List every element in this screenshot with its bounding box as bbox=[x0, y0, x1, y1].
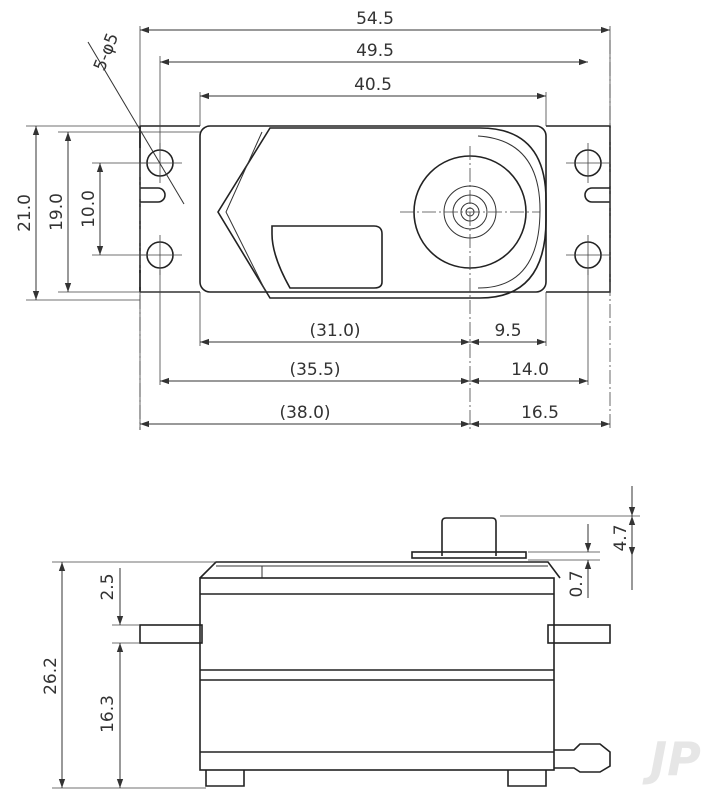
top-view: 54.5 49.5 40.5 5-φ5 21.0 19.0 10.0 (31.0… bbox=[15, 9, 611, 430]
dim-tab-to-top: 2.5 bbox=[98, 573, 118, 600]
output-spline-side bbox=[441, 517, 497, 556]
output-boss-side bbox=[411, 551, 527, 559]
dim-mount-hole-spacing: 49.5 bbox=[356, 41, 394, 61]
dim-boss-height: 0.7 bbox=[567, 570, 587, 597]
dim-total-height: 26.2 bbox=[41, 657, 61, 695]
mount-tab-right bbox=[547, 624, 611, 644]
side-view: 26.2 2.5 16.3 4.7 0.7 bbox=[41, 486, 640, 789]
dim-shaft-to-hole: 14.0 bbox=[511, 360, 549, 380]
dim-hole-to-shaft: (35.5) bbox=[289, 360, 340, 380]
dim-body-to-shaft: (31.0) bbox=[309, 321, 360, 341]
case-feet bbox=[205, 770, 547, 787]
dim-overall-length: 54.5 bbox=[356, 9, 394, 29]
dim-hole-pair-spacing: 10.0 bbox=[79, 190, 99, 228]
dim-hole-callout: 5-φ5 bbox=[90, 30, 123, 74]
cable-exit bbox=[554, 743, 611, 773]
dim-spline-height: 4.7 bbox=[611, 524, 631, 551]
dim-bottom-to-tab: 16.3 bbox=[98, 695, 118, 733]
dim-shaft-to-tab-end: 16.5 bbox=[521, 403, 559, 423]
case-side bbox=[199, 577, 555, 771]
dim-body-height: 19.0 bbox=[47, 193, 67, 231]
mount-tab-left bbox=[139, 624, 203, 644]
label-window bbox=[271, 225, 383, 289]
dim-overall-height: 21.0 bbox=[15, 194, 35, 232]
dim-tab-end-to-shaft: (38.0) bbox=[279, 403, 330, 423]
dim-shaft-to-body-end: 9.5 bbox=[494, 321, 521, 341]
watermark-logo: JP bbox=[642, 732, 701, 786]
top-plate bbox=[217, 127, 547, 299]
dim-body-length: 40.5 bbox=[354, 75, 392, 95]
